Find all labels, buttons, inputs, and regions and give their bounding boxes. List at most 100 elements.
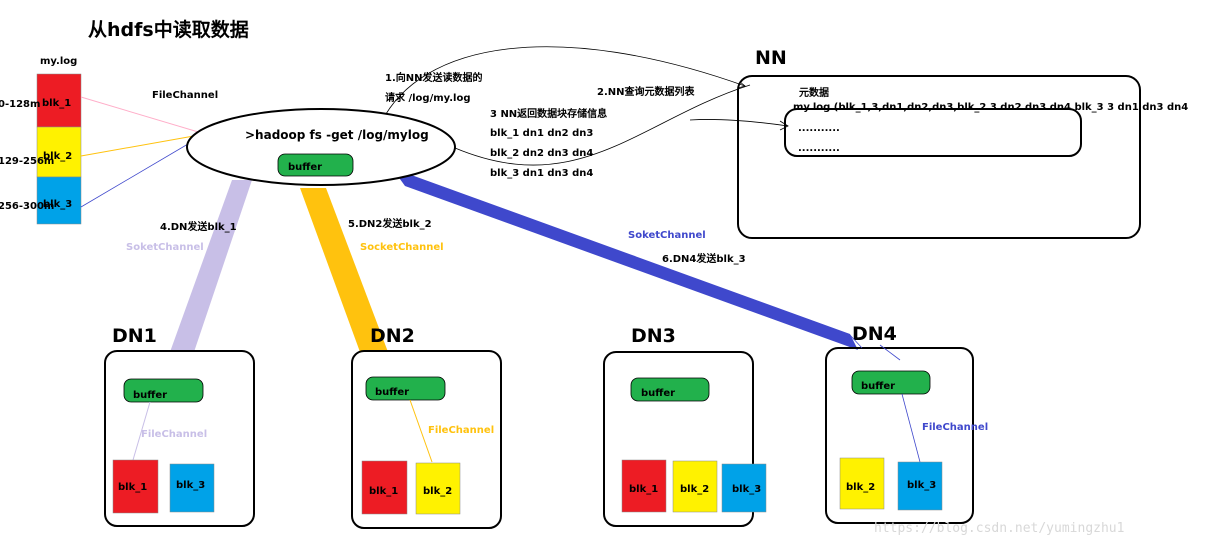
dn4-buffer	[851, 370, 931, 395]
file-block-1	[36, 73, 82, 128]
dn1-buffer	[123, 378, 204, 403]
nn-query-arrow	[689, 119, 789, 127]
dn4-title: DN4	[852, 323, 897, 345]
dn1-block-2-label: blk_3	[176, 480, 205, 491]
nn-request-curves	[379, 46, 789, 166]
step2-text: 2.NN查询元数据列表	[597, 85, 695, 98]
watermark: https://blog.csdn.net/yumingzhu1	[874, 521, 1124, 536]
dn4-block-1-label: blk_2	[846, 482, 875, 493]
file-block-3	[36, 176, 82, 225]
socket-channel-dn1	[170, 180, 252, 352]
client-file-channel-label: FileChannel	[152, 90, 218, 101]
file-channel-line-blue	[80, 133, 206, 208]
dn4-block-1	[839, 457, 885, 510]
datanode-dn1: DN1 buffer FileChannel blk_1 blk_3	[104, 325, 255, 527]
dn4-file-channel-label: FileChannel	[922, 422, 988, 433]
socket-channels	[170, 168, 858, 352]
dn3-block-2-label: blk_2	[680, 484, 709, 495]
datanode-dn4: DN4 buffer FileChannel blk_2 blk_3	[825, 323, 988, 524]
dn1-title: DN1	[112, 325, 157, 347]
dn3-block-3-label: blk_3	[732, 484, 761, 495]
file-mylog: my.log blk_1 blk_2 blk_3 0-128m 129-256m…	[0, 56, 82, 225]
socket-channel-dn4	[392, 168, 858, 350]
dn2-block-2-label: blk_2	[423, 486, 452, 497]
dn3-block-3	[721, 463, 767, 513]
dn2-block-1	[361, 460, 408, 515]
dn2-title: DN2	[370, 325, 415, 347]
socket-channel-dn2	[300, 188, 388, 352]
dn2-file-channel-label: FileChannel	[428, 425, 494, 436]
client: >hadoop fs -get /log/mylog buffer	[186, 108, 456, 186]
request-arrowhead	[737, 81, 746, 89]
nn-box	[737, 75, 1141, 239]
diagram-title: 从hdfs中读取数据	[88, 18, 249, 41]
step3-line-3: blk_3 dn1 dn3 dn4	[490, 168, 593, 179]
nn-metadata-dots-2: ...........	[798, 143, 840, 154]
dn4-box	[825, 347, 974, 524]
nn-metadata-line: my.log (blk_1,3,dn1,dn2,dn3,blk_2 3 dn2 …	[793, 102, 1188, 113]
step4-text: 4.DN发送blk_1	[160, 220, 237, 233]
step3-line-1: blk_1 dn1 dn2 dn3	[490, 128, 593, 139]
file-block-2	[36, 126, 82, 178]
step3-title: 3 NN返回数据块存储信息	[490, 107, 607, 120]
step3-line-2: blk_2 dn2 dn3 dn4	[490, 148, 593, 159]
dn2-channel-label: SocketChannel	[360, 242, 444, 253]
nn-metadata-dots-1: ...........	[798, 123, 840, 134]
step1-line1: 1.向NN发送读数据的	[385, 71, 483, 84]
dn3-title: DN3	[631, 325, 676, 347]
dn4-channel-arrow-right	[879, 344, 901, 361]
dn3-block-2	[672, 460, 718, 513]
step5-text: 5.DN2发送blk_2	[348, 217, 432, 230]
file-block-1-label: blk_1	[42, 98, 71, 109]
file-block-3-label: blk_3	[43, 199, 72, 210]
client-buffer-label: buffer	[288, 162, 322, 173]
dn2-buffer-label: buffer	[375, 387, 409, 398]
dn2-file-channel-line	[409, 399, 433, 463]
dn3-buffer-label: buffer	[641, 388, 675, 399]
datanode-dn3: DN3 buffer blk_1 blk_2 blk_3	[603, 325, 767, 527]
dn1-buffer-label: buffer	[133, 390, 167, 401]
step6-text: 6.DN4发送blk_3	[662, 252, 746, 265]
response-curve	[454, 84, 751, 166]
dn1-block-1-label: blk_1	[118, 482, 147, 493]
dn4-channel-arrow-left	[849, 334, 863, 349]
dn4-block-2-label: blk_3	[907, 480, 936, 491]
dn2-box	[351, 350, 502, 529]
dn1-block-2	[169, 463, 215, 513]
dn2-block-2	[415, 462, 461, 515]
nn-metadata-label: 元数据	[799, 86, 829, 99]
dn1-block-1	[112, 459, 159, 514]
nn-metadata-box	[784, 108, 1082, 157]
dn3-buffer	[630, 377, 710, 402]
dn3-box	[603, 351, 754, 527]
file-block-3-range: 256-300m	[0, 201, 54, 212]
dn3-block-1-label: blk_1	[629, 484, 658, 495]
namenode: NN 元数据 my.log (blk_1,3,dn1,dn2,dn3,blk_2…	[737, 47, 1188, 239]
dn2-block-1-label: blk_1	[369, 486, 398, 497]
nn-title: NN	[755, 47, 787, 69]
file-channel-line-red	[80, 96, 206, 135]
nn-query-arrowhead	[779, 120, 789, 131]
dn1-box	[104, 350, 255, 527]
dn4-file-channel-line	[901, 393, 921, 463]
file-channel-line-yellow	[80, 133, 206, 157]
dn4-buffer-label: buffer	[861, 381, 895, 392]
request-curve	[379, 46, 746, 126]
datanode-dn2: DN2 buffer FileChannel blk_1 blk_2	[351, 325, 502, 529]
file-block-1-range: 0-128m	[0, 99, 40, 110]
client-buffer	[277, 153, 354, 177]
dn1-file-channel-label: FileChannel	[141, 429, 207, 440]
dn3-block-1	[621, 459, 667, 513]
step1-line2: 请求 /log/my.log	[385, 91, 471, 104]
dn4-block-2	[897, 461, 943, 511]
dn1-file-channel-line	[132, 401, 151, 461]
client-ellipse	[186, 108, 456, 186]
file-block-2-range: 129-256m	[0, 156, 54, 167]
dn4-channel-label: SoketChannel	[628, 230, 706, 241]
client-command: >hadoop fs -get /log/mylog	[245, 128, 429, 142]
dn1-channel-label: SoketChannel	[126, 242, 204, 253]
dn2-buffer	[365, 376, 446, 401]
file-block-2-label: blk_2	[43, 151, 72, 162]
steps: 1.向NN发送读数据的 请求 /log/my.log 2.NN查询元数据列表 3…	[160, 71, 746, 265]
